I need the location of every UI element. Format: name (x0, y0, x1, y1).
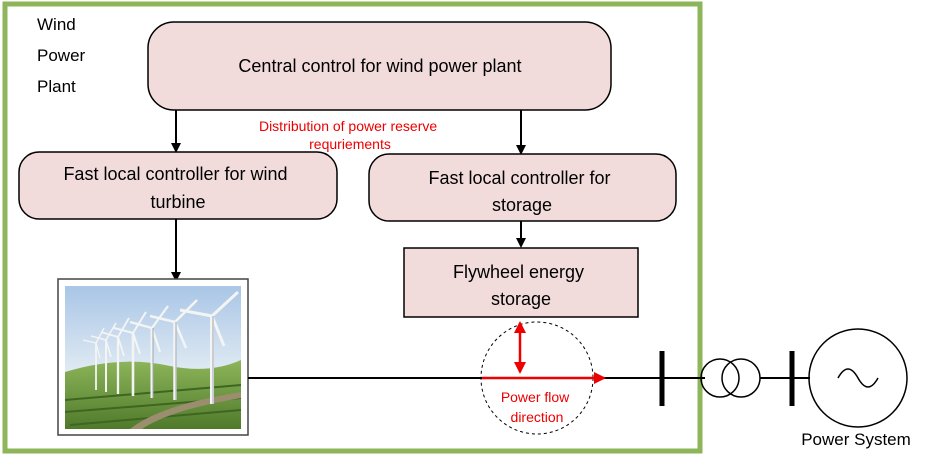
power-flow-label-line: Power flow (501, 389, 570, 405)
power-flow-label: Power flow direction (501, 389, 573, 425)
storage-controller-block: Fast local controller for storage (368, 153, 677, 222)
wind-controller-box (18, 151, 338, 220)
power-flow-label-line: direction (511, 409, 564, 425)
plant-label: Wind Power Plant (37, 15, 90, 96)
storage-controller-label: Fast local controller for storage (428, 168, 615, 215)
wind-controller-label-line: Fast local controller for wind (63, 164, 287, 184)
plant-label-line: Plant (37, 77, 76, 96)
wind-power-plant-border (2, 1, 703, 454)
flywheel-label: Flywheel energy storage (453, 262, 589, 309)
storage-controller-label-line: storage (492, 195, 552, 215)
wind-controller-label-line: turbine (150, 192, 205, 212)
central-control-block: Central control for wind power plant (147, 21, 612, 111)
flywheel-block: Flywheel energy storage (403, 247, 639, 318)
wind-controller-block: Fast local controller for wind turbine (18, 151, 338, 220)
distribution-label-line: Distribution of power reserve (259, 118, 437, 134)
wind-turbines-photo (57, 278, 249, 436)
central-control-box (147, 21, 612, 111)
storage-controller-label-line: Fast local controller for (428, 168, 610, 188)
flywheel-label-line: storage (491, 289, 551, 309)
ac-source-icon (808, 328, 908, 428)
plant-label-line: Wind (37, 15, 76, 34)
flywheel-box (403, 247, 639, 318)
turbine-group (82, 290, 240, 404)
plant-label-line: Power (37, 46, 86, 65)
distribution-label-line: requriements (309, 136, 391, 152)
power-system-label: Power System (801, 430, 911, 449)
distribution-label: Distribution of power reserve requriemen… (259, 118, 441, 152)
turbine-shadows (152, 316, 214, 404)
central-control-label: Central control for wind power plant (238, 56, 521, 76)
flywheel-label-line: Flywheel energy (453, 262, 584, 282)
wind-controller-label: Fast local controller for wind turbine (63, 164, 292, 212)
transformer-icon (662, 358, 810, 398)
storage-controller-box (368, 153, 677, 222)
